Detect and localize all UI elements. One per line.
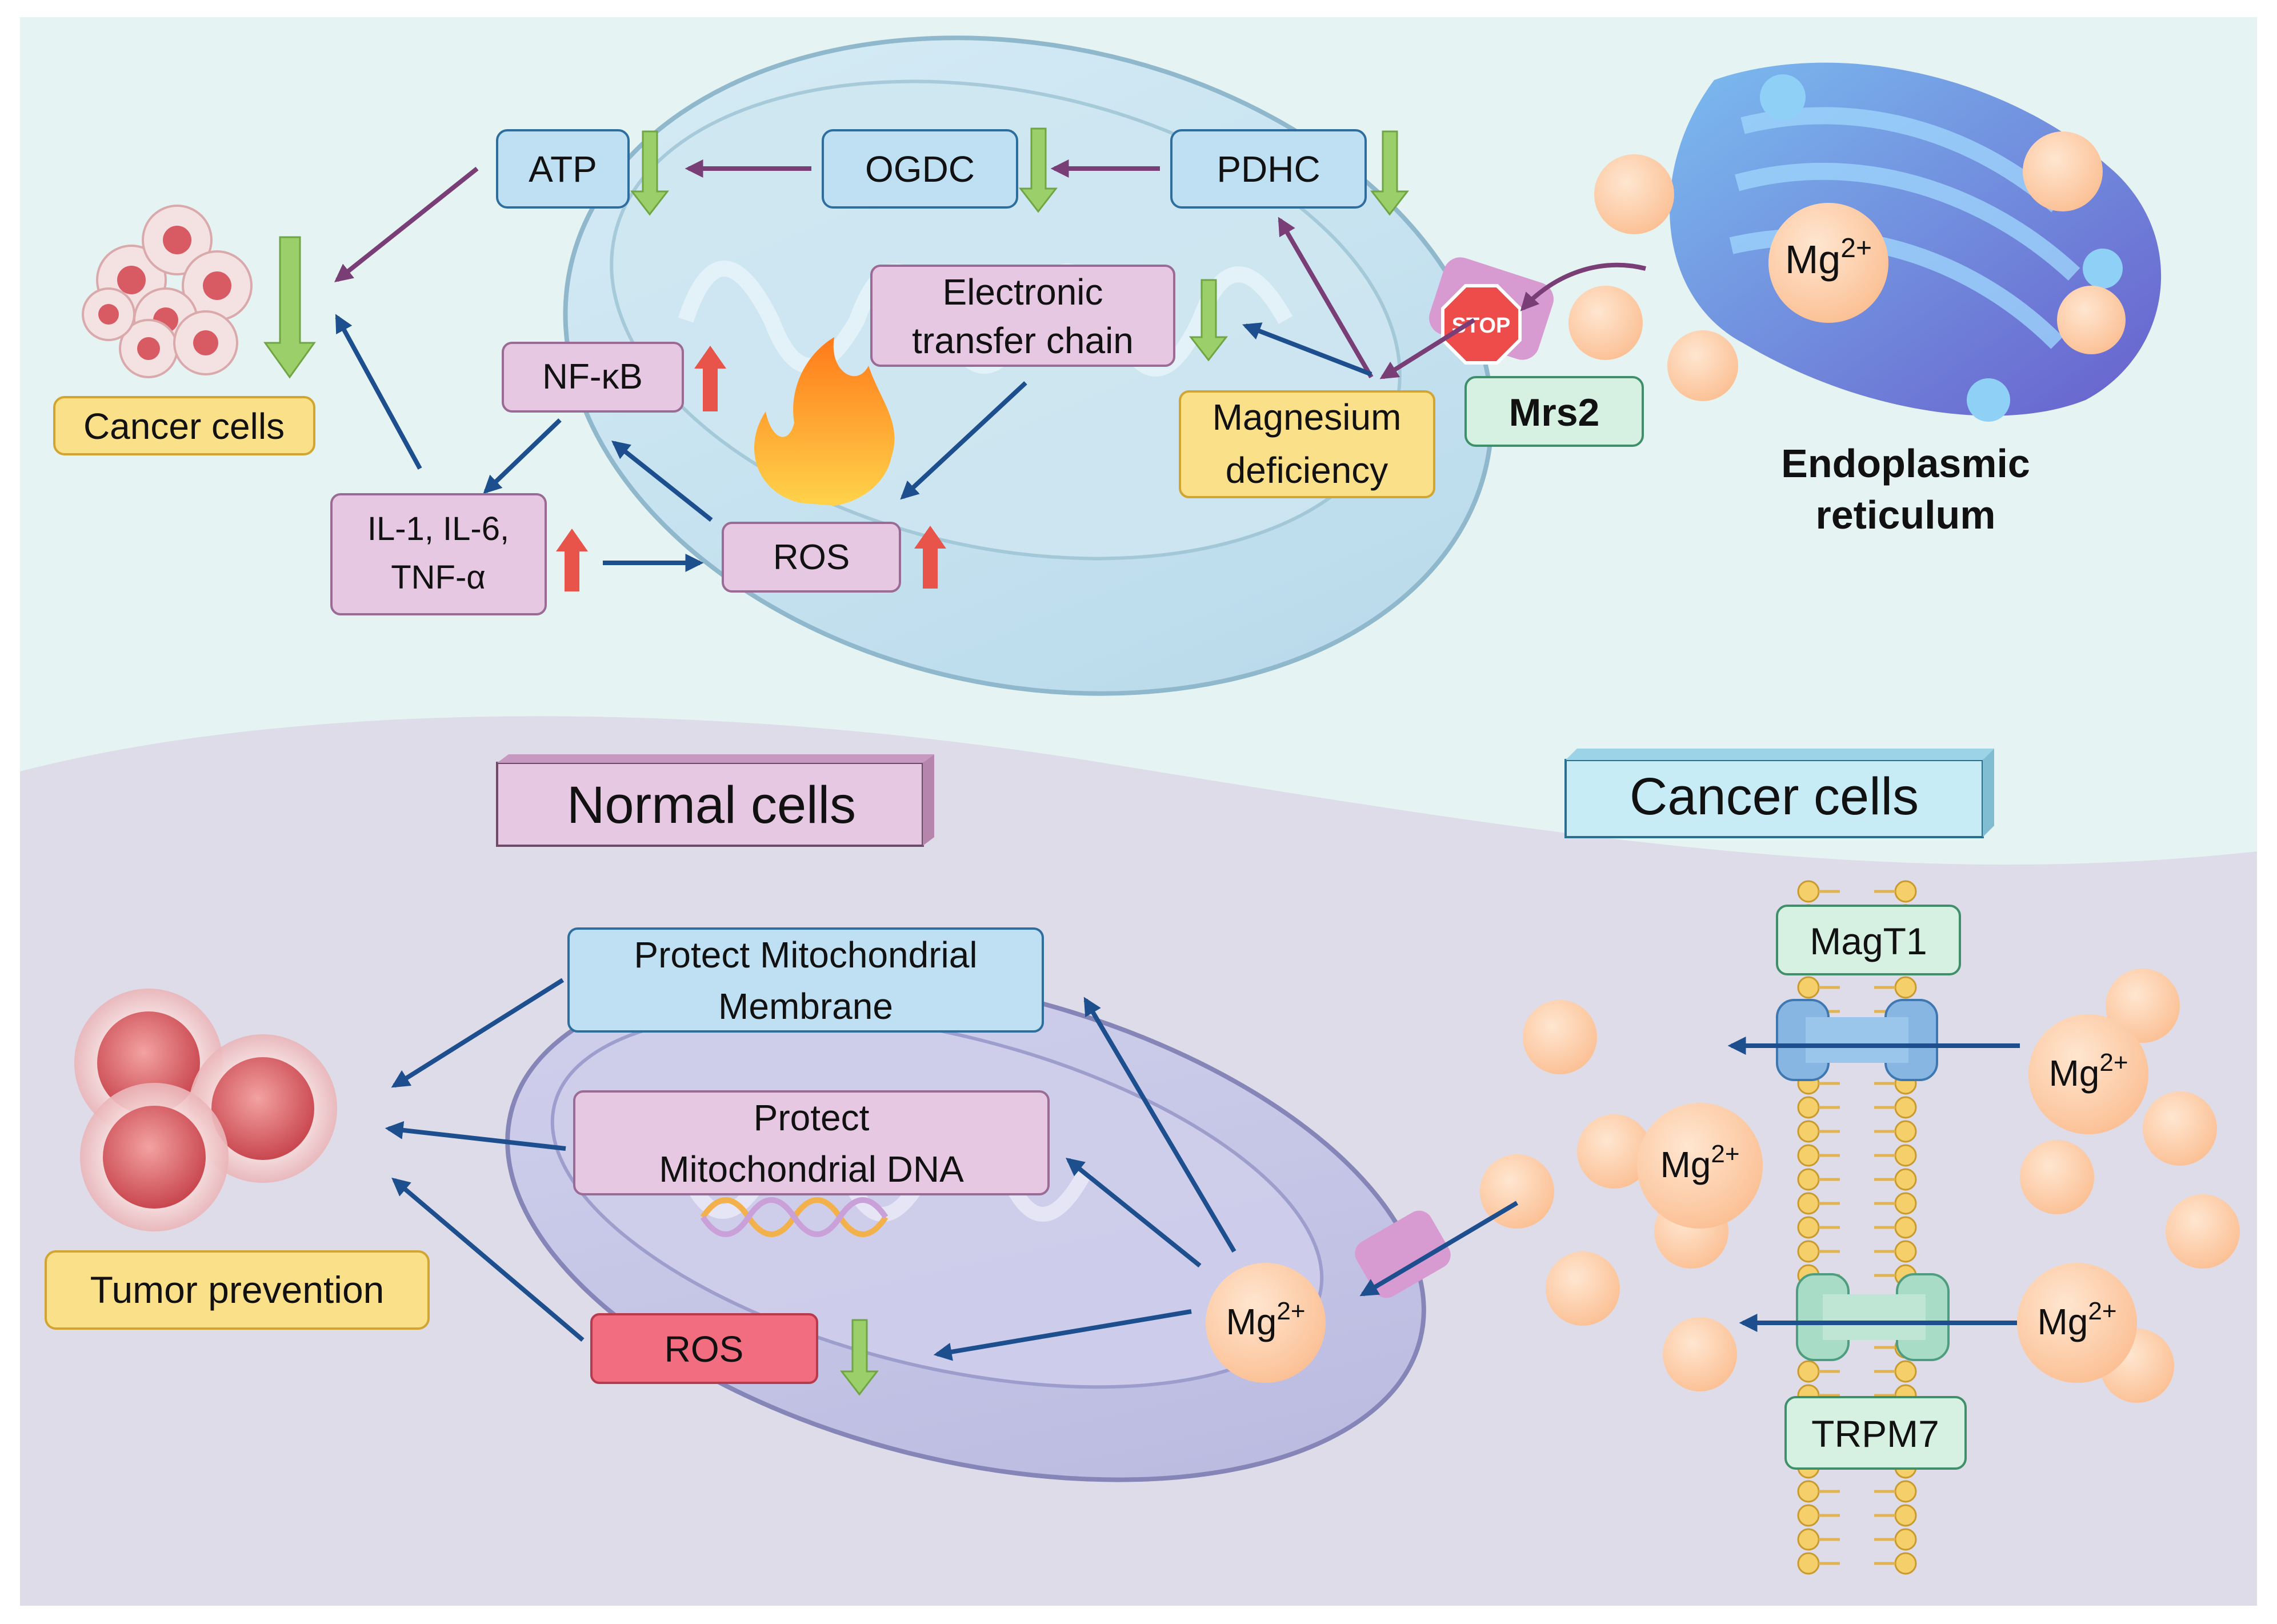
- bottom-mg-particles: [1480, 969, 2240, 1403]
- up-arrow-icon: [556, 529, 588, 591]
- nfkb-box: NF-κB: [502, 342, 684, 413]
- top-cancer-cell-cluster: [82, 205, 253, 378]
- down-arrow-icon: [1018, 127, 1058, 213]
- pdhc-box: PDHC: [1170, 129, 1367, 209]
- mrs2-channel-illustration: STOP: [1429, 257, 1554, 365]
- svg-text:Normal cells: Normal cells: [567, 776, 856, 834]
- svg-text:Protect Mitochondrial: Protect Mitochondrial: [634, 934, 977, 975]
- tumor-prevention-label: Tumor prevention: [45, 1250, 430, 1330]
- svg-text:PDHC: PDHC: [1216, 149, 1320, 190]
- ros-box-top: ROS: [722, 522, 901, 593]
- svg-text:OGDC: OGDC: [865, 149, 975, 190]
- svg-text:Tumor prevention: Tumor prevention: [90, 1269, 385, 1311]
- svg-text:TNF-α: TNF-α: [391, 559, 486, 596]
- down-arrow-icon: [630, 130, 670, 216]
- svg-text:Cancer cells: Cancer cells: [1630, 767, 1919, 826]
- svg-text:Membrane: Membrane: [718, 986, 893, 1027]
- down-arrow-icon: [1370, 130, 1410, 216]
- svg-text:Mg2+: Mg2+: [1660, 1140, 1739, 1185]
- trpm7-label: TRPM7: [1784, 1396, 1967, 1470]
- svg-text:Mg2+: Mg2+: [1785, 233, 1872, 282]
- svg-text:MagT1: MagT1: [1810, 920, 1927, 962]
- top-mg-particles: [1568, 131, 2126, 401]
- mg-ion-mito: Mg2+: [1206, 1263, 1326, 1383]
- up-arrow-icon: [694, 346, 726, 411]
- cytokines-box: IL-1, IL-6, TNF-α: [330, 493, 547, 615]
- endoplasmic-reticulum-label: Endoplasmic: [1781, 441, 2030, 486]
- svg-text:Mg2+: Mg2+: [2048, 1049, 2128, 1094]
- atp-box: ATP: [496, 129, 630, 209]
- svg-text:NF-κB: NF-κB: [542, 357, 643, 397]
- svg-text:Protect: Protect: [754, 1097, 870, 1138]
- down-arrow-icon: [1188, 279, 1228, 362]
- svg-text:deficiency: deficiency: [1226, 450, 1388, 491]
- magnesium-deficiency-box: Magnesium deficiency: [1179, 390, 1435, 498]
- bottom-arrows: [385, 978, 2020, 1361]
- ogdc-box: OGDC: [822, 129, 1018, 209]
- tumor-prevention-cells: [74, 989, 337, 1231]
- svg-text:Mg2+: Mg2+: [1226, 1297, 1305, 1342]
- dna-icon: [700, 1197, 889, 1237]
- down-arrow-icon: [839, 1319, 879, 1396]
- cancer-cells-header: Cancer cells: [1564, 749, 1994, 838]
- svg-text:Magnesium: Magnesium: [1212, 397, 1402, 438]
- cancer-cells-label-top: Cancer cells: [53, 396, 315, 455]
- mg-ion-trpm7: Mg2+: [2017, 1263, 2137, 1383]
- protect-membrane-box: Protect Mitochondrial Membrane: [567, 927, 1044, 1033]
- magt1-label: MagT1: [1776, 905, 1961, 975]
- protect-dna-box: Protect Mitochondrial DNA: [573, 1090, 1050, 1195]
- svg-text:ROS: ROS: [665, 1329, 744, 1370]
- trpm7-channel: [1796, 1273, 1950, 1361]
- svg-text:Mitochondrial DNA: Mitochondrial DNA: [659, 1149, 964, 1190]
- trend-arrows-top: [263, 127, 1410, 591]
- up-arrow-icon: [914, 526, 946, 589]
- mg-ion-extracellular: Mg2+: [1637, 1103, 1763, 1229]
- svg-text:Mrs2: Mrs2: [1509, 391, 1600, 434]
- endoplasmic-reticulum-label-2: reticulum: [1815, 493, 1995, 537]
- svg-text:Mg2+: Mg2+: [2037, 1297, 2116, 1342]
- svg-text:IL-1, IL-6,: IL-1, IL-6,: [367, 510, 509, 547]
- down-arrow-icon: [263, 236, 316, 379]
- top-arrows: [334, 159, 1646, 572]
- normal-cells-header: Normal cells: [496, 754, 934, 847]
- fire-icon: [754, 337, 895, 506]
- mg-ion-magt1: Mg2+: [2028, 1014, 2148, 1134]
- svg-text:ATP: ATP: [529, 149, 597, 190]
- svg-text:Electronic: Electronic: [943, 271, 1103, 313]
- svg-text:TRPM7: TRPM7: [1811, 1413, 1939, 1455]
- ros-box-bottom: ROS: [590, 1313, 818, 1384]
- svg-text:Cancer cells: Cancer cells: [83, 406, 285, 447]
- mrs2-label: Mrs2: [1464, 376, 1644, 447]
- magt1-channel: [1776, 999, 1938, 1081]
- svg-text:transfer chain: transfer chain: [912, 320, 1134, 361]
- electron-transfer-chain-box: Electronic transfer chain: [870, 265, 1175, 367]
- top-mg-ion: Mg2+: [1768, 203, 1888, 323]
- svg-text:ROS: ROS: [773, 538, 850, 577]
- svg-text:STOP: STOP: [1452, 314, 1511, 338]
- stop-sign-icon: [1441, 284, 1522, 365]
